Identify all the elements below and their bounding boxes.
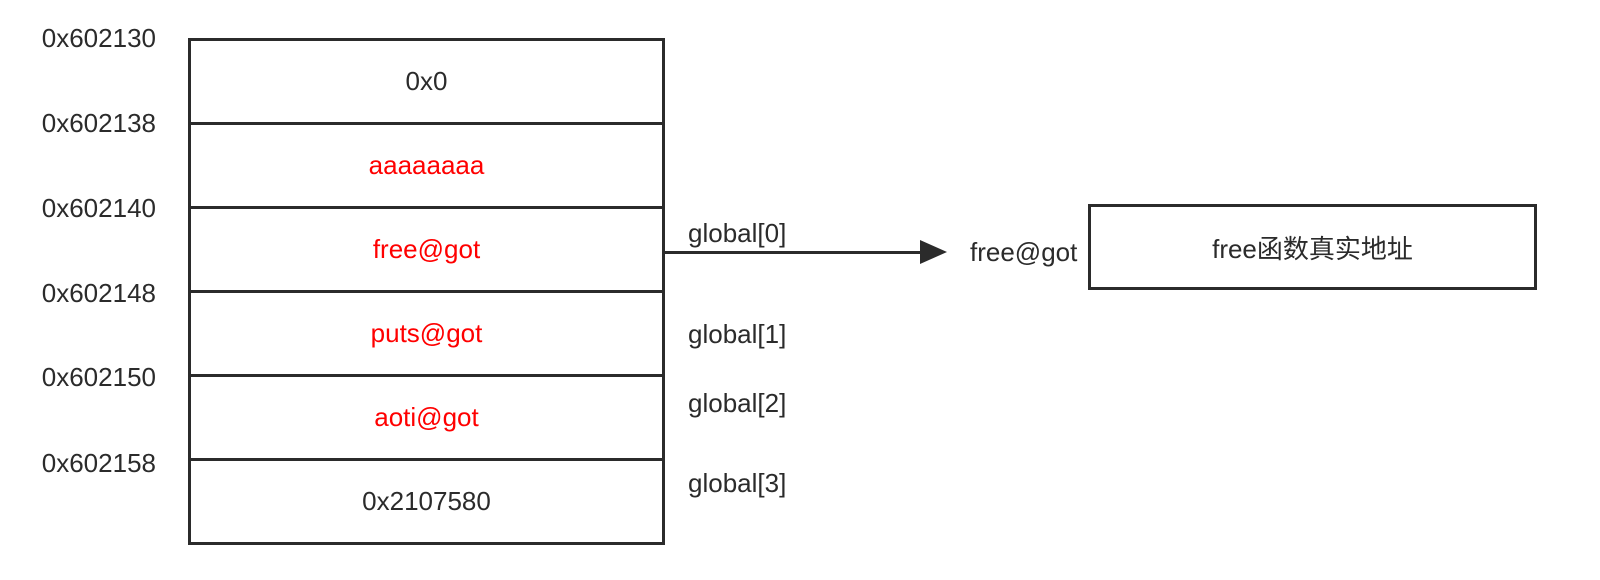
got-memory-table: 0x0 aaaaaaaa free@got puts@got aoti@got … <box>188 38 665 545</box>
global-index-label: global[3] <box>688 468 787 498</box>
global-index-label: global[1] <box>688 319 787 349</box>
arrow-head-icon <box>920 240 947 264</box>
address-label: 0x602158 <box>41 448 156 478</box>
memory-cell: aoti@got <box>191 377 662 461</box>
global-index-label: global[0] <box>688 218 787 248</box>
address-label: 0x602148 <box>41 278 156 308</box>
address-label: 0x602140 <box>41 193 156 223</box>
memory-cell: aaaaaaaa <box>191 125 662 209</box>
free-function-box: free函数真实地址 <box>1088 204 1537 290</box>
free-function-label: free函数真实地址 <box>1212 233 1413 264</box>
address-label: 0x602150 <box>41 362 156 392</box>
global-index-label: global[2] <box>688 388 787 418</box>
arrow-shaft <box>665 251 923 254</box>
address-label: 0x602130 <box>41 23 156 53</box>
memory-cell: 0x2107580 <box>362 486 491 516</box>
address-label: 0x602138 <box>41 108 156 138</box>
memory-cell: 0x0 <box>191 41 662 125</box>
target-pointer-label: free@got <box>970 237 1078 267</box>
memory-cell: puts@got <box>191 293 662 377</box>
memory-cell: free@got <box>191 209 662 293</box>
